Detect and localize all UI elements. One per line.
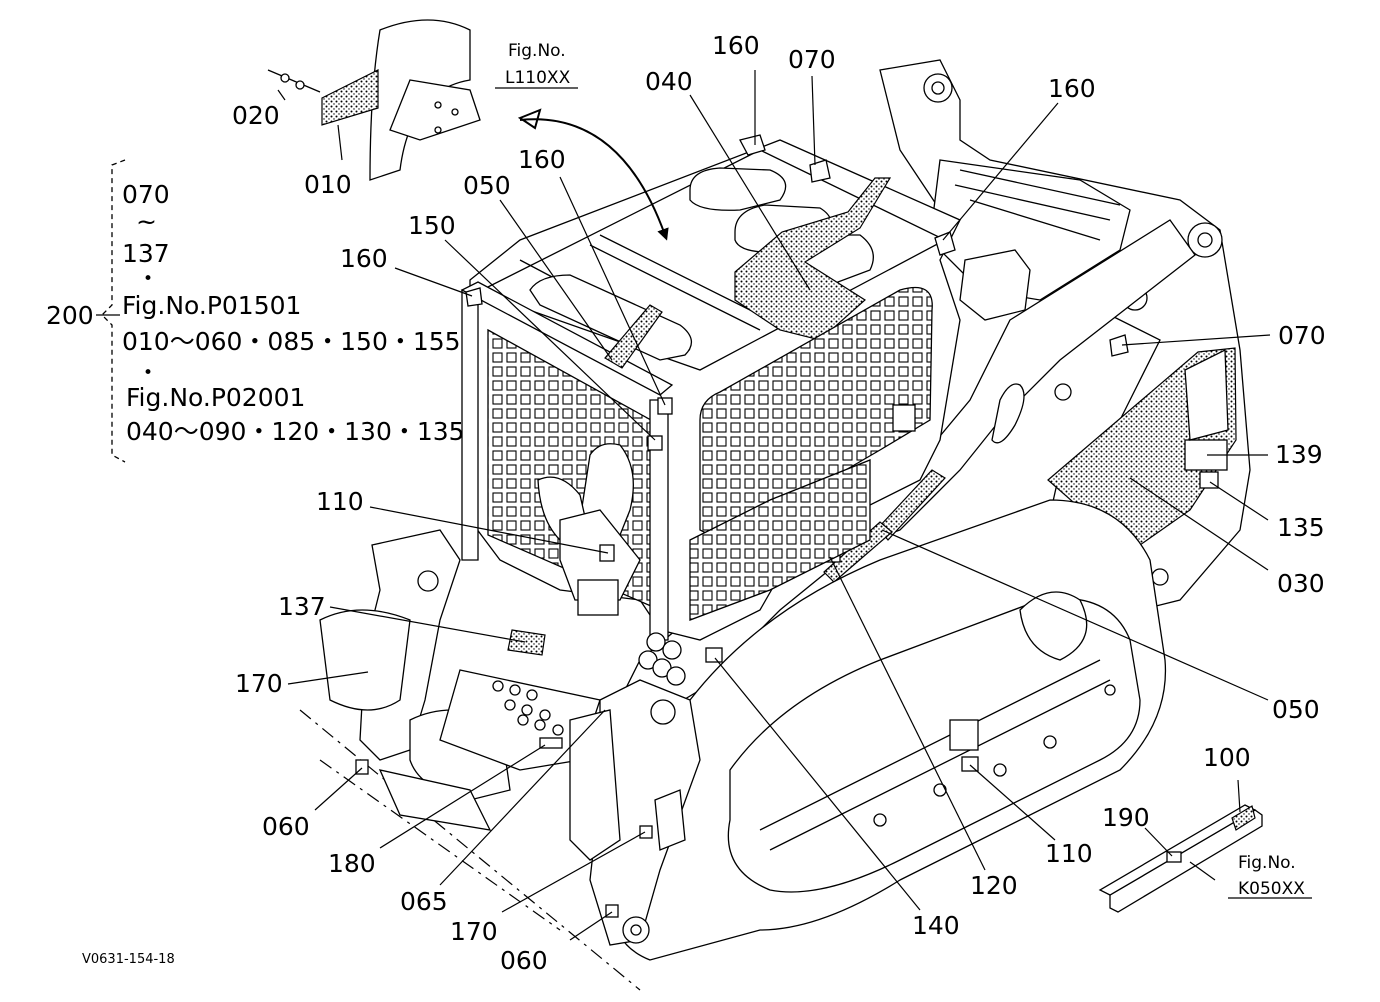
callout-139: 139 [1275, 440, 1323, 469]
callout-170: 170 [235, 669, 283, 698]
group-line-2: ~ [136, 207, 157, 236]
figref-bottom-value: K050XX [1238, 879, 1305, 899]
group-line-6: 010～060・085・150・155 [122, 327, 461, 356]
figref-top-label: Fig.No. [508, 41, 566, 61]
callout-050: 050 [1272, 695, 1320, 724]
group-line-4: • [143, 269, 153, 289]
callout-137: 137 [278, 592, 326, 621]
rail-part [1098, 804, 1263, 913]
callout-010: 010 [304, 170, 352, 199]
callout-020: 020 [232, 101, 280, 130]
machine-illustration [299, 59, 1251, 991]
callout-070: 070 [1278, 321, 1326, 350]
callout-060: 060 [262, 812, 310, 841]
callout-110: 110 [316, 487, 364, 516]
detail-inset [267, 19, 669, 241]
callout-070: 070 [788, 45, 836, 74]
callout-110: 110 [1045, 839, 1093, 868]
group-line-3: 137 [122, 239, 170, 268]
callout-100: 100 [1203, 743, 1251, 772]
callout-135: 135 [1277, 513, 1325, 542]
callout-120: 120 [970, 871, 1018, 900]
group-line-8: Fig.No.P02001 [126, 383, 305, 412]
callout-150: 150 [408, 211, 456, 240]
group-line-7: • [143, 363, 153, 383]
callout-170: 170 [450, 917, 498, 946]
figref-bottom-label: Fig.No. [1238, 853, 1296, 873]
image-code: V0631-154-18 [82, 952, 175, 967]
callout-140: 140 [912, 911, 960, 940]
callout-160: 160 [340, 244, 388, 273]
callout-190: 190 [1102, 803, 1150, 832]
group-bracket [101, 159, 126, 463]
callout-160: 160 [712, 31, 760, 60]
callout-060: 060 [500, 946, 548, 975]
group-line-1: 070 [122, 180, 170, 209]
callout-030: 030 [1277, 569, 1325, 598]
callout-050: 050 [463, 171, 511, 200]
callout-065: 065 [400, 887, 448, 916]
callout-160: 160 [518, 145, 566, 174]
leader-lines [96, 70, 1312, 941]
figref-top-value: L110XX [505, 68, 571, 88]
callout-040: 040 [645, 67, 693, 96]
callout-160: 160 [1048, 74, 1096, 103]
group-line-9: 040～090・120・130・135 [126, 417, 465, 446]
group-callout-200: 200 [46, 301, 94, 330]
callout-labels: 020 010 160 070 040 160 160 050 150 160 … [46, 31, 1326, 975]
group-line-5: Fig.No.P01501 [122, 291, 301, 320]
callout-180: 180 [328, 849, 376, 878]
